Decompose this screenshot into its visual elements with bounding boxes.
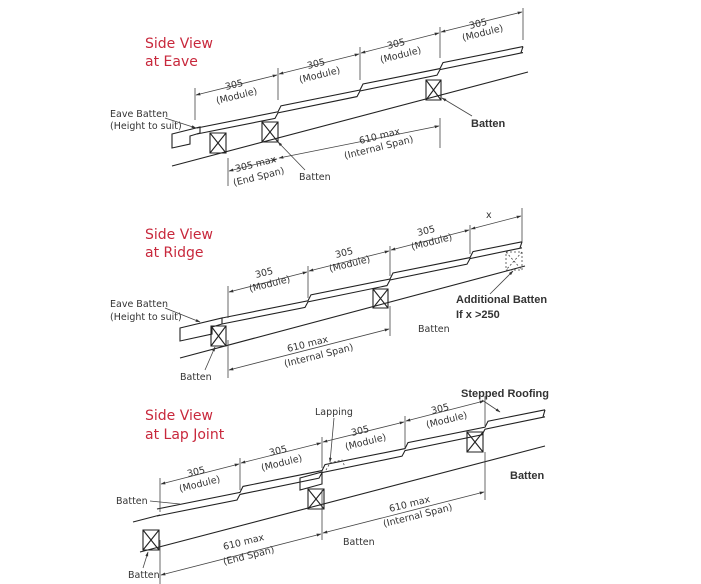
leader-line [164, 117, 197, 129]
module-dimension: 305 [186, 465, 206, 480]
sheet-edge [221, 241, 523, 319]
leader-line [481, 399, 501, 413]
sheet-edge [156, 416, 546, 517]
module-dimension: 305 [350, 424, 370, 439]
extension-lines [227, 208, 523, 318]
batten-label: Batten [116, 496, 148, 507]
batten-icon [261, 121, 279, 143]
rafter-line [171, 71, 529, 167]
leader-line [204, 346, 216, 371]
module-dimension: 305 [224, 78, 244, 93]
dimension-line [228, 328, 390, 371]
eave-batten-label: Eave Batten [110, 109, 168, 120]
dimension-line [308, 250, 390, 272]
eave-batten-block [179, 317, 223, 342]
dimension-line [160, 463, 240, 485]
module-dimension: 305 [468, 17, 488, 32]
roof-sheet [156, 409, 546, 517]
module-dimension: 305 [430, 402, 450, 417]
dimension-line [390, 229, 470, 251]
roof-sheet [196, 46, 524, 135]
sheet-edge [196, 52, 524, 135]
lap-batten-block [299, 471, 323, 491]
additional-batten-note: If x >250 [456, 309, 500, 321]
batten-icon [210, 325, 227, 347]
leader-line [142, 551, 149, 569]
batten-label: Batten [180, 372, 212, 383]
batten-label: Batten [299, 172, 331, 183]
extension-lines [159, 452, 486, 584]
sheet-edge [221, 247, 523, 325]
dimension-line [195, 74, 278, 96]
dimension-line [240, 442, 322, 464]
batten-label: Batten [343, 537, 375, 548]
dimension-line [470, 215, 522, 230]
panel-eave: Side View at Eave 305 (Module) 305 (Modu… [110, 8, 529, 189]
batten-label: Batten [510, 470, 545, 482]
dimension-line [440, 11, 523, 33]
panel-lap-joint: Side View at Lap Joint 305 (Module) 305 … [116, 388, 549, 584]
module-dimension: 305 [386, 37, 406, 52]
leader-line [164, 307, 201, 323]
additional-batten-icon [505, 251, 523, 271]
sheet-edge [520, 46, 524, 53]
roof-sheet [221, 241, 523, 325]
panel-title: at Ridge [145, 245, 204, 261]
module-dimension: 305 [334, 246, 354, 261]
sheet-edge [519, 241, 523, 248]
dimension-line [278, 125, 440, 159]
batten-icon [466, 431, 484, 453]
leader-line [441, 97, 473, 117]
leader-line [277, 141, 306, 171]
dimension-line [228, 271, 308, 293]
batten-icon [142, 529, 160, 551]
dimension-line [322, 421, 405, 443]
eave-batten-note: (Height to suit) [110, 121, 182, 132]
extension-lines [194, 8, 524, 120]
leader-line [328, 417, 335, 463]
dimension-line [160, 533, 322, 576]
sheet-edge [196, 46, 524, 129]
leader-line [489, 270, 514, 295]
sheet-edge [156, 409, 546, 510]
sheet-edge [542, 409, 546, 417]
module-dimension: 305 [254, 266, 274, 281]
batten-label: Batten [418, 324, 450, 335]
panel-ridge: Side View at Ridge 305 (Module) 305 (Mod… [110, 208, 547, 383]
dimension-line [322, 491, 485, 534]
extension-lines [227, 306, 391, 378]
leader-line [149, 500, 181, 505]
x-dimension: x [486, 210, 492, 221]
batten-label: Batten [128, 570, 160, 581]
batten-label: Batten [471, 118, 506, 130]
dimension-line [405, 400, 485, 422]
lapping-outline [325, 459, 346, 471]
module-dimension: 305 [416, 224, 436, 239]
sheet-line [132, 514, 161, 523]
lapping-label: Lapping [315, 407, 353, 418]
panel-title: at Eave [145, 54, 198, 70]
batten-icon [425, 79, 442, 101]
batten-icon [372, 288, 389, 309]
panel-title: Side View [145, 36, 213, 52]
batten-icon [209, 132, 227, 154]
dimension-line [278, 53, 360, 75]
panel-title: Side View [145, 227, 213, 243]
panel-title: Side View [145, 408, 213, 424]
extension-lines [159, 396, 486, 512]
dimension-line [228, 158, 278, 172]
eave-batten-note: (Height to suit) [110, 312, 182, 323]
module-label: (Module) [178, 474, 221, 495]
module-dimension: 305 [306, 57, 326, 72]
panel-title: at Lap Joint [145, 427, 225, 443]
eave-batten-label: Eave Batten [110, 299, 168, 310]
extension-lines [227, 118, 441, 186]
stepped-roofing-label: Stepped Roofing [461, 388, 549, 400]
module-dimension: 305 [268, 444, 288, 459]
dimension-line [360, 32, 440, 54]
additional-batten-label: Additional Batten [456, 294, 547, 306]
